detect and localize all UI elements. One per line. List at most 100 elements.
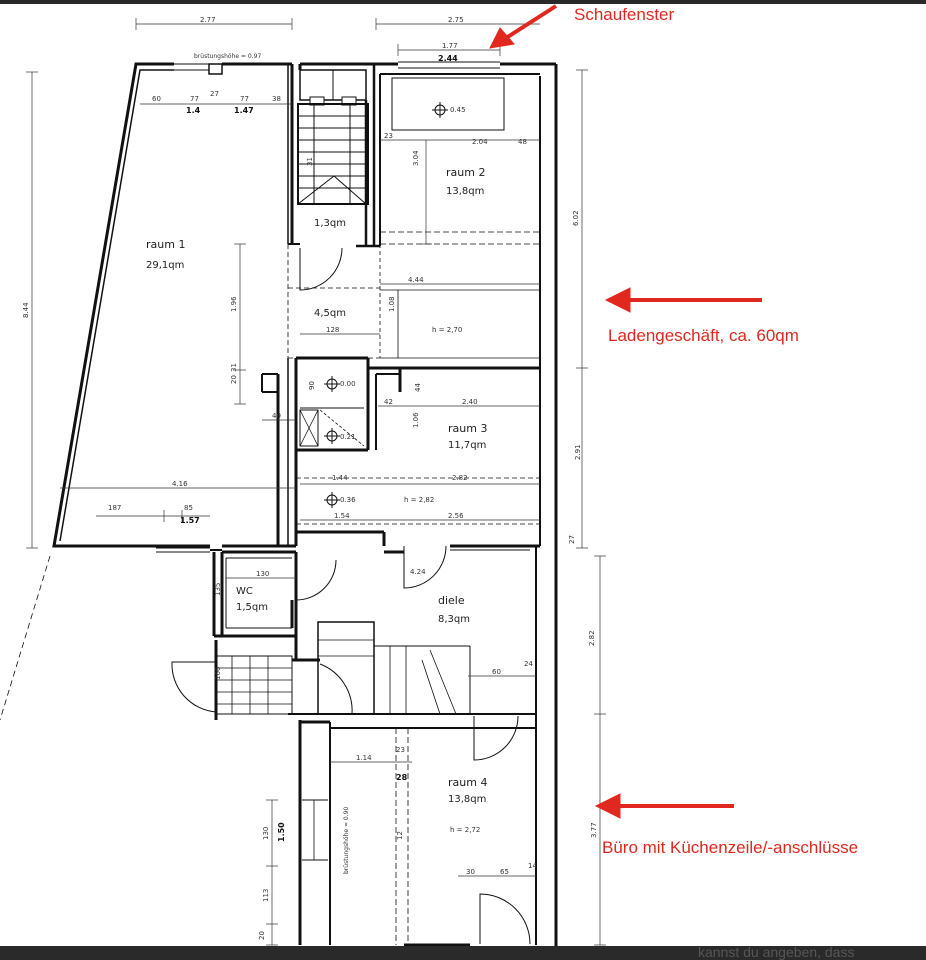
dim-r3-154: 1.54 xyxy=(334,512,350,520)
dim-r1-38: 38 xyxy=(272,95,281,103)
dim-r1-27: 27 xyxy=(210,90,219,98)
dim-d-282: 2.82 xyxy=(588,630,596,646)
flur-small-area: 1,3qm xyxy=(314,218,346,229)
dim-r3-256: 2.56 xyxy=(448,512,464,520)
dim-r2-444: 4.44 xyxy=(408,276,424,284)
diele-name: diele xyxy=(438,594,465,607)
dim-r4-30: 30 xyxy=(466,868,475,876)
dim-r3-036: 0.36 xyxy=(340,496,356,504)
dim-r4-377: 3.77 xyxy=(590,822,598,838)
dim-f-000: 0.00 xyxy=(340,380,356,388)
raum2-area: 13,8qm xyxy=(446,186,484,197)
dim-r3-h: h = 2,82 xyxy=(404,496,434,504)
flur-mid-area: 4,5qm xyxy=(314,308,346,319)
dim-r3-282: 2.82 xyxy=(452,474,468,482)
dim-wc-135: 135 xyxy=(214,583,222,596)
dim-window-244: 2.44 xyxy=(438,54,458,63)
dim-r4-20: 20 xyxy=(258,931,266,940)
dim-r4-150: 1.50 xyxy=(277,822,286,842)
dim-r1-60: 60 xyxy=(152,95,161,103)
dim-r3-240: 2.40 xyxy=(462,398,478,406)
dim-r4-bruestung: brüstungshöhe = 0.90 xyxy=(343,807,350,874)
dim-r4-113: 113 xyxy=(262,889,270,902)
site-boundary-line xyxy=(0,555,51,721)
raum3-walls xyxy=(296,358,540,589)
raum1-area: 29,1qm xyxy=(146,260,184,271)
dim-window-177: 1.77 xyxy=(442,42,458,50)
annotation-ladengeschaeft: Ladengeschäft, ca. 60qm xyxy=(608,326,799,345)
dim-r1-147: 1.47 xyxy=(234,106,254,115)
dim-r4-65: 65 xyxy=(500,868,509,876)
dim-r4-14: 14 xyxy=(528,862,537,870)
dim-r2-602: 6.02 xyxy=(572,210,580,226)
dim-f-128: 128 xyxy=(326,326,339,334)
dimension-labels: 2.77 2.75 1.77 2.44 brüstungshöhe = 0.97… xyxy=(22,16,598,940)
dim-r1-844: 8.44 xyxy=(22,302,30,318)
raum4-walls xyxy=(298,720,536,947)
annotation-arrows xyxy=(489,4,762,819)
wc-name: WC xyxy=(236,586,253,597)
dim-f-31: 31 xyxy=(306,157,314,166)
diele-area: 8,3qm xyxy=(438,614,470,625)
raum3-name: raum 3 xyxy=(448,422,487,435)
dim-r1-40: 40 xyxy=(272,412,281,420)
dim-r1-77a: 77 xyxy=(190,95,199,103)
dim-f-90: 90 xyxy=(308,381,316,390)
bottom-strip xyxy=(0,946,926,960)
dim-r2-204: 2.04 xyxy=(472,138,488,146)
raum4-name: raum 4 xyxy=(448,776,487,789)
shaft-block xyxy=(294,356,370,546)
dim-r3-291: 2.91 xyxy=(574,444,582,460)
schaufenster-window xyxy=(398,61,500,69)
upper-staircase xyxy=(297,64,381,246)
raum1-name: raum 1 xyxy=(146,238,185,251)
dim-r4-114: 1.14 xyxy=(356,754,372,762)
dim-r2-108: 1.08 xyxy=(388,296,396,312)
dim-r1-31: 31 xyxy=(230,363,238,372)
dim-d-166: 166 xyxy=(214,666,222,680)
dim-r3-106: 1.06 xyxy=(412,412,420,428)
dim-r1-85: 85 xyxy=(184,504,193,512)
annotation-schaufenster: Schaufenster xyxy=(574,5,675,24)
dim-r1-77b: 77 xyxy=(240,95,249,103)
dim-r2-045: 0.45 xyxy=(450,106,466,114)
dim-r3-44: 44 xyxy=(414,383,422,392)
dim-r4-23: 23 xyxy=(396,746,405,754)
annotation-buero: Büro mit Küchenzeile/-anschlüsse xyxy=(602,838,859,857)
raum1-top-windows xyxy=(156,63,223,553)
dim-d-24: 24 xyxy=(524,660,533,668)
raum4-area: 13,8qm xyxy=(448,794,486,805)
dim-r1-416: 4.16 xyxy=(172,480,188,488)
dim-d-424: 4.24 xyxy=(410,568,426,576)
dim-r4-28: 28 xyxy=(396,773,408,782)
top-strip xyxy=(0,0,926,4)
dim-r4-12: 12 xyxy=(396,831,404,840)
dim-r4-130: 130 xyxy=(262,827,270,840)
dim-r1-157: 1.57 xyxy=(180,516,200,525)
raum3-area: 11,7qm xyxy=(448,440,486,451)
dim-r2-23: 23 xyxy=(384,132,393,140)
dim-r1-196: 1.96 xyxy=(230,296,238,312)
dim-top-right: 2.75 xyxy=(448,16,464,24)
corridor-walls xyxy=(287,243,380,359)
bottom-cut-off-text: kannst du angeben, dass xyxy=(698,944,855,960)
wc-area: 1,5qm xyxy=(236,602,268,613)
dim-r2-304: 3.04 xyxy=(412,150,420,166)
raum2-walls xyxy=(379,73,540,359)
dimension-lines xyxy=(26,18,606,946)
dim-r3-42: 42 xyxy=(384,398,393,406)
dim-r1-14: 1.4 xyxy=(186,106,201,115)
dim-bruestung-top: brüstungshöhe = 0.97 xyxy=(194,53,261,60)
dim-f-021: 0.21 xyxy=(340,433,356,441)
dim-r2-h: h = 2,70 xyxy=(432,326,462,334)
dim-r1-187: 187 xyxy=(108,504,121,512)
wc-diele-walls xyxy=(171,549,536,761)
dim-wc-130: 130 xyxy=(256,570,269,578)
dim-r3-27: 27 xyxy=(568,535,576,544)
dim-r4-h: h = 2,72 xyxy=(450,826,480,834)
dim-d-60: 60 xyxy=(492,668,501,676)
exterior-walls xyxy=(52,62,558,950)
dim-r1-20: 20 xyxy=(230,375,238,384)
